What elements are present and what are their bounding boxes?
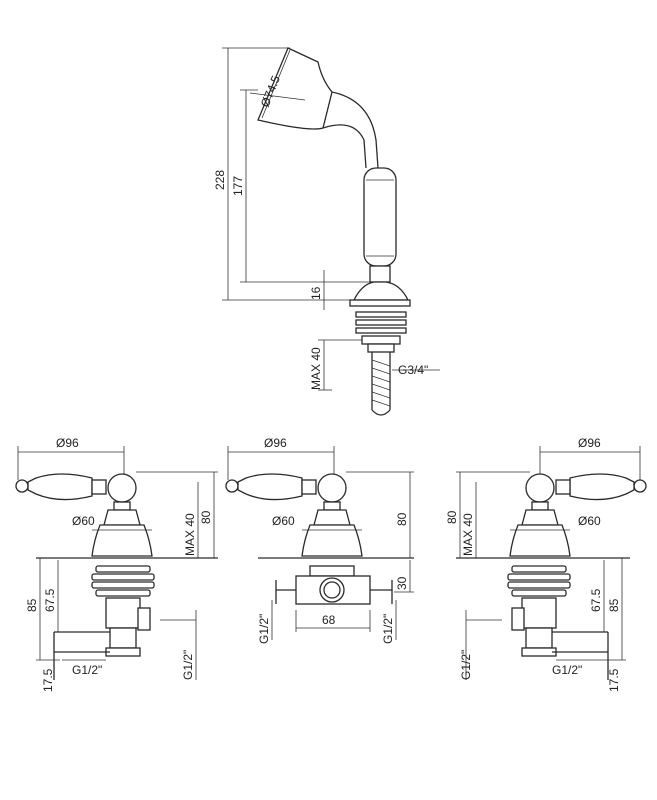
dim-max-depth: MAX 40 — [183, 513, 197, 556]
dim-flange-diameter: Ø60 — [72, 514, 95, 528]
dim-85: 85 — [25, 598, 39, 612]
dim-17-5: 17.5 — [607, 668, 621, 692]
dim-head-diameter: Ø74.5 — [258, 73, 283, 109]
dim-flange-diameter: Ø60 — [578, 514, 601, 528]
dim-17-5: 17.5 — [41, 668, 55, 692]
dim-30: 30 — [395, 576, 409, 590]
dim-thread-left: G1/2" — [459, 650, 473, 680]
dim-thread-bottom: G1/2" — [72, 663, 102, 677]
dim-max-depth: MAX 40 — [309, 347, 323, 390]
valve-left: Ø96 Ø60 MAX 40 80 85 67.5 17.5 G1/2" G1/… — [15, 436, 218, 692]
dim-thread-left: G1/2" — [257, 614, 271, 644]
dim-80: 80 — [445, 510, 459, 524]
dim-67-5: 67.5 — [43, 588, 57, 612]
hand-shower: Ø74.5 228 177 16 MAX 40 G3/4" — [213, 47, 440, 416]
dim-base-height: 16 — [309, 286, 323, 300]
dim-handle-diameter: Ø96 — [56, 436, 79, 450]
dim-height: 80 — [395, 512, 409, 526]
dim-flange-diameter: Ø60 — [272, 514, 295, 528]
dim-85: 85 — [607, 598, 621, 612]
dim-68: 68 — [322, 613, 336, 627]
dim-67-5: 67.5 — [589, 588, 603, 612]
dim-handle-diameter: Ø96 — [578, 436, 601, 450]
dim-handle-diameter: Ø96 — [264, 436, 287, 450]
dim-thread-bottom: G1/2" — [552, 663, 582, 677]
dim-thread-right: G1/2" — [381, 614, 395, 644]
dim-total-height: 228 — [213, 170, 227, 190]
dim-thread-right: G1/2" — [181, 650, 195, 680]
dim-mid-height: 177 — [231, 176, 245, 196]
dim-thread: G3/4" — [398, 363, 428, 377]
dim-max-depth: MAX 40 — [461, 513, 475, 556]
dim-height: 80 — [199, 510, 213, 524]
valve-center: Ø96 Ø60 80 30 68 G1/2" G1/2" — [225, 436, 414, 644]
valve-right: Ø96 Ø60 80 MAX 40 67.5 85 17.5 G1/2" G1/… — [445, 436, 647, 692]
